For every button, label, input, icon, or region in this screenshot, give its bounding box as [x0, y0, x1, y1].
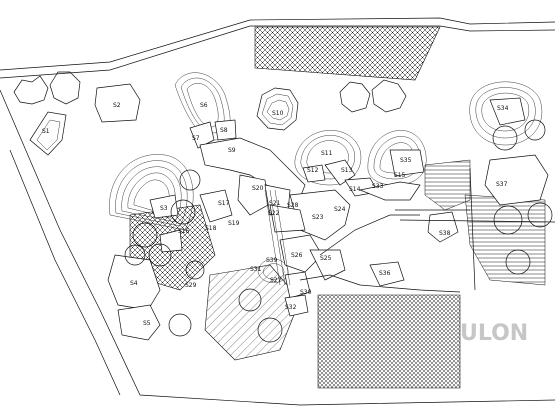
rock-label-s14: S14 [349, 186, 361, 193]
rock-label-s16: S16 [178, 228, 190, 235]
rock-label-s10: S10 [272, 110, 284, 117]
rock-label-s34: S34 [497, 105, 509, 112]
rock-label-s31: S31 [250, 266, 262, 273]
rock-label-s12: S12 [307, 167, 319, 174]
rock-label-s29: S29 [185, 282, 197, 289]
watermark-logo: ULON [460, 321, 528, 346]
tree-symbols [13, 71, 553, 343]
rock-label-s9: S9 [228, 147, 236, 154]
shrub-cluster-top [339, 79, 407, 113]
rock-label-s11: S11 [321, 150, 333, 157]
svg-text:ULON: ULON [460, 321, 528, 346]
rock-label-s22: S22 [268, 210, 280, 217]
rock-label-s27: S27 [270, 277, 282, 284]
hatched-planting-zones [129, 26, 546, 389]
rock-label-s24: S24 [334, 206, 346, 213]
rock-label-s20: S20 [252, 185, 264, 192]
site-boundary [0, 17, 556, 406]
rock-label-s35: S35 [400, 157, 412, 164]
rock-label-s3: S3 [160, 205, 168, 212]
rock-label-s33: S33 [372, 183, 384, 190]
rock-label-s30: S30 [300, 289, 312, 296]
rock-label-s6: S6 [200, 102, 208, 109]
rock-label-s15: S15 [394, 172, 406, 179]
rock-label-s13: S13 [341, 167, 353, 174]
contour-small-pond [257, 258, 289, 283]
paths [264, 167, 556, 293]
rock-label-s18: S18 [205, 225, 217, 232]
rock-label-s5: S5 [143, 320, 151, 327]
rock-label-s1: S1 [42, 128, 50, 135]
rock-label-s26: S26 [291, 252, 303, 259]
rocks [29, 83, 549, 341]
rock-label-s8: S8 [220, 127, 228, 134]
rock-label-s37: S37 [496, 181, 508, 188]
rock-label-s38: S38 [439, 230, 451, 237]
rock-label-s36: S36 [379, 270, 391, 277]
rock-label-s28: S28 [287, 202, 299, 209]
rock-label-s39: S39 [266, 257, 278, 264]
rock-label-s2: S2 [113, 102, 121, 109]
shrub-cluster-left [13, 71, 81, 105]
rock-label-s7: S7 [192, 135, 200, 142]
rock-label-s23: S23 [312, 214, 324, 221]
rock-label-s17: S17 [218, 200, 230, 207]
contour-octagon-s10 [256, 87, 299, 131]
rock-label-s32: S32 [285, 304, 297, 311]
rock-label-s25: S25 [320, 255, 332, 262]
rock-label-s21: S21 [269, 200, 281, 207]
rock-label-s19: S19 [228, 220, 240, 227]
rock-label-s4: S4 [130, 280, 138, 287]
